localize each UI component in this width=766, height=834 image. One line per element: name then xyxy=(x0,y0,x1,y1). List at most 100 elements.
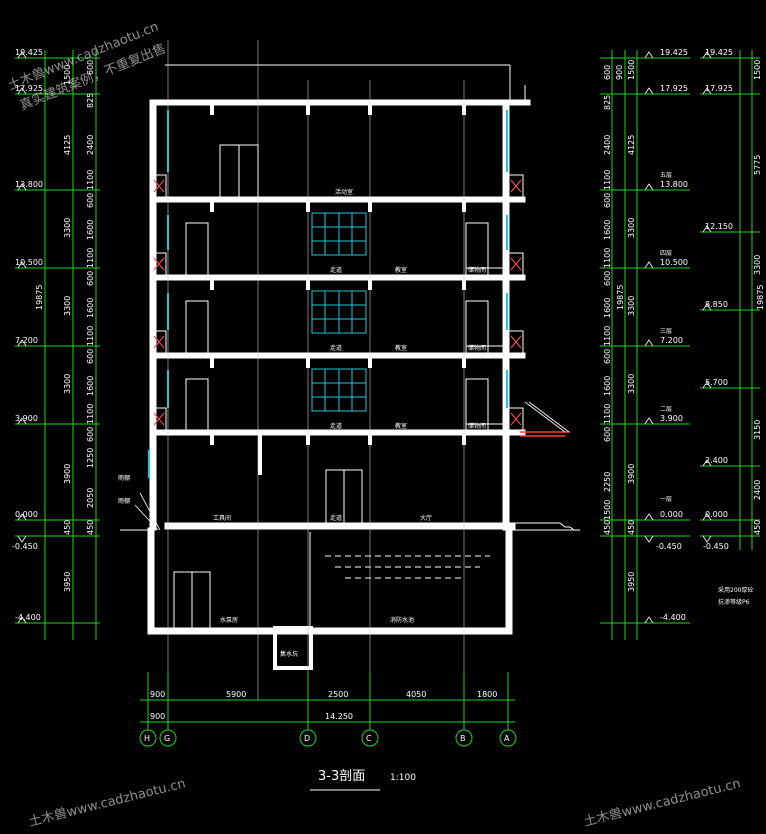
svg-text:消防水池: 消防水池 xyxy=(390,616,414,624)
svg-text:G: G xyxy=(164,734,170,743)
slab-4 xyxy=(149,274,526,281)
svg-text:B: B xyxy=(460,734,466,743)
svg-text:采用200厚砼: 采用200厚砼 xyxy=(718,586,753,594)
svg-text:600: 600 xyxy=(86,349,95,364)
bottom-dims: 900 5900 2500 4050 1800 900 14.250 xyxy=(150,690,497,721)
svg-text:H: H xyxy=(144,734,150,743)
svg-text:14.250: 14.250 xyxy=(325,712,353,721)
ground-slab xyxy=(164,522,516,530)
svg-text:1100: 1100 xyxy=(86,248,95,268)
axis-bubble-d xyxy=(299,729,317,747)
svg-text:1500: 1500 xyxy=(603,500,612,520)
left-elevations: 19.425 17.925 13.800 10.500 7.200 3.900 … xyxy=(12,48,43,622)
svg-text:19875: 19875 xyxy=(756,285,765,310)
basement-left-wall xyxy=(147,527,155,635)
svg-text:900: 900 xyxy=(615,65,624,80)
svg-text:D: D xyxy=(304,734,310,743)
svg-text:900: 900 xyxy=(150,690,165,699)
svg-text:2.400: 2.400 xyxy=(705,456,728,465)
svg-text:600: 600 xyxy=(86,271,95,286)
svg-text:教室: 教室 xyxy=(395,422,407,430)
svg-text:五层: 五层 xyxy=(660,172,672,179)
svg-text:1600: 1600 xyxy=(603,298,612,318)
left-vertical-dims: 1500 4125 3300 3300 3300 3900 450 3950 1… xyxy=(35,60,95,592)
svg-text:825: 825 xyxy=(86,93,95,108)
svg-text:19875: 19875 xyxy=(616,285,625,310)
svg-text:3300: 3300 xyxy=(627,374,636,394)
svg-text:450: 450 xyxy=(627,520,636,535)
svg-text:土木兽www.cadzhaotu.cn: 土木兽www.cadzhaotu.cn xyxy=(582,776,742,830)
svg-text:土木兽www.cadzhaotu.cn: 土木兽www.cadzhaotu.cn xyxy=(27,776,187,830)
svg-text:600: 600 xyxy=(86,60,95,75)
left-elev-3: 13.800 xyxy=(15,180,43,189)
svg-text:4125: 4125 xyxy=(627,135,636,155)
svg-text:一层: 一层 xyxy=(660,496,672,503)
svg-text:活动室: 活动室 xyxy=(335,188,353,196)
floor-labels: 五层 四层 三层 二层 一层 xyxy=(660,172,672,503)
svg-text:教室: 教室 xyxy=(395,266,407,274)
svg-text:走道: 走道 xyxy=(330,514,342,522)
axis-bubbles xyxy=(139,729,517,747)
drawing-title: 3-3剖面 xyxy=(318,769,365,784)
svg-text:大厅: 大厅 xyxy=(420,514,432,522)
svg-text:12.150: 12.150 xyxy=(705,222,733,231)
axis-bubble-a xyxy=(499,729,517,747)
svg-text:4125: 4125 xyxy=(63,135,72,155)
svg-text:1100: 1100 xyxy=(86,404,95,424)
svg-text:3300: 3300 xyxy=(627,218,636,238)
svg-text:3300: 3300 xyxy=(63,374,72,394)
svg-text:C: C xyxy=(366,734,372,743)
svg-text:1100: 1100 xyxy=(86,326,95,346)
basement-right-wall xyxy=(505,527,513,635)
svg-text:2500: 2500 xyxy=(328,690,348,699)
svg-text:1100: 1100 xyxy=(603,326,612,346)
far-right-elevations: 19.425 17.925 12.150 8.850 5.700 2.400 0… xyxy=(703,48,733,551)
left-elev-4: 10.500 xyxy=(15,258,43,267)
svg-text:19.425: 19.425 xyxy=(660,48,688,57)
left-elev-8: -0.450 xyxy=(12,542,38,551)
svg-text:A: A xyxy=(504,734,510,743)
svg-text:1100: 1100 xyxy=(603,404,612,424)
drawing-scale: 1:100 xyxy=(390,773,416,783)
svg-text:600: 600 xyxy=(603,193,612,208)
svg-text:-4.400: -4.400 xyxy=(660,613,686,622)
axis-bubble-b xyxy=(455,729,473,747)
svg-text:19.425: 19.425 xyxy=(705,48,733,57)
basement-floor xyxy=(147,627,513,635)
svg-text:-0.450: -0.450 xyxy=(656,542,682,551)
svg-text:1500: 1500 xyxy=(627,60,636,80)
svg-text:四层: 四层 xyxy=(660,250,672,257)
svg-text:3300: 3300 xyxy=(63,218,72,238)
svg-text:三层: 三层 xyxy=(660,328,672,335)
svg-text:17.925: 17.925 xyxy=(660,84,688,93)
svg-text:600: 600 xyxy=(86,193,95,208)
svg-text:17.925: 17.925 xyxy=(705,84,733,93)
svg-text:水泵房: 水泵房 xyxy=(220,616,238,624)
svg-text:储物间: 储物间 xyxy=(468,344,486,352)
svg-text:450: 450 xyxy=(603,520,612,535)
svg-text:抗渗等级P6: 抗渗等级P6 xyxy=(718,598,750,606)
svg-text:走道: 走道 xyxy=(330,266,342,274)
axis-bubble-c xyxy=(361,729,379,747)
svg-text:2400: 2400 xyxy=(753,480,762,500)
svg-text:3300: 3300 xyxy=(753,255,762,275)
left-elev-2: 17.925 xyxy=(15,84,43,93)
slab-3 xyxy=(149,352,526,359)
svg-text:3300: 3300 xyxy=(63,296,72,316)
svg-text:集水坑: 集水坑 xyxy=(280,650,298,658)
left-elev-7: 0.000 xyxy=(15,510,38,519)
svg-text:2050: 2050 xyxy=(86,488,95,508)
roof-slab xyxy=(149,99,531,106)
svg-text:450: 450 xyxy=(86,520,95,535)
svg-text:雨棚: 雨棚 xyxy=(118,497,130,505)
svg-text:储物间: 储物间 xyxy=(468,422,486,430)
svg-text:450: 450 xyxy=(63,520,72,535)
svg-text:0.000: 0.000 xyxy=(705,510,728,519)
axis-bubble-g xyxy=(159,729,177,747)
left-elev-1: 19.425 xyxy=(15,48,43,57)
svg-text:5775: 5775 xyxy=(753,155,762,175)
svg-text:二层: 二层 xyxy=(660,406,672,413)
room-labels: 活动室 走道 教室 储物间 走道 教室 储物间 走道 教室 储物间 工具间 走道… xyxy=(118,188,753,658)
svg-text:2400: 2400 xyxy=(603,135,612,155)
svg-text:1100: 1100 xyxy=(603,248,612,268)
